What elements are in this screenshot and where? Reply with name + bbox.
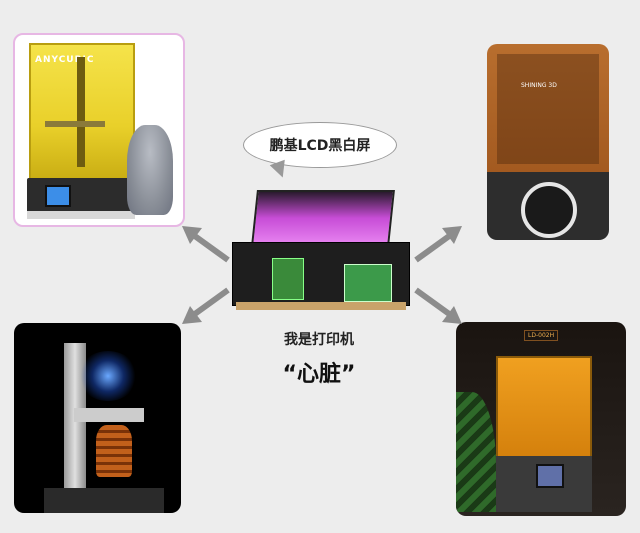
anycubic-logo: ANYCUBIC bbox=[35, 55, 95, 65]
lcd-bottom-bar bbox=[236, 302, 406, 310]
uv-light-panel bbox=[251, 190, 395, 246]
build-plate bbox=[45, 121, 105, 127]
creality-printer-image: LD-002H bbox=[456, 322, 626, 516]
model-tag: LD-002H bbox=[524, 330, 559, 341]
circuit-board-right bbox=[344, 264, 392, 302]
caption-line-1: 我是打印机 bbox=[284, 332, 354, 348]
shining3d-label: SHINING 3D bbox=[521, 82, 557, 89]
arrow-up-left-icon bbox=[182, 226, 230, 263]
plant-leaf bbox=[456, 392, 496, 512]
printer-z-rod bbox=[77, 57, 85, 167]
arrow-up-right-icon bbox=[414, 226, 462, 263]
anycubic-printer-image: ANYCUBIC bbox=[13, 33, 185, 227]
speech-bubble-text: 鹏基LCD黑白屏 bbox=[269, 138, 371, 154]
circuit-board-left bbox=[272, 258, 304, 300]
lcd-module-image bbox=[232, 190, 412, 314]
orange-printer-hood bbox=[496, 356, 592, 460]
printer-arm bbox=[74, 408, 144, 422]
caption-line-2: “心脏” bbox=[282, 362, 356, 387]
printer-dial-ring bbox=[521, 182, 577, 238]
printer-window bbox=[497, 54, 599, 164]
speech-bubble: 鹏基LCD黑白屏 bbox=[243, 122, 397, 168]
shining3d-printer-image: SHINING 3D bbox=[487, 44, 609, 240]
arrow-down-right-icon bbox=[414, 287, 462, 324]
printer-foot bbox=[27, 211, 135, 219]
arrow-down-left-icon bbox=[182, 287, 230, 324]
orange-printer-hood bbox=[487, 44, 609, 172]
printer-touchscreen bbox=[45, 185, 71, 207]
printed-figure bbox=[127, 125, 173, 215]
blue-light-glow bbox=[78, 351, 138, 401]
industrial-printer-image bbox=[14, 323, 181, 513]
printer-touchscreen bbox=[536, 464, 564, 488]
printed-model bbox=[96, 425, 132, 477]
printer-base bbox=[44, 488, 164, 513]
